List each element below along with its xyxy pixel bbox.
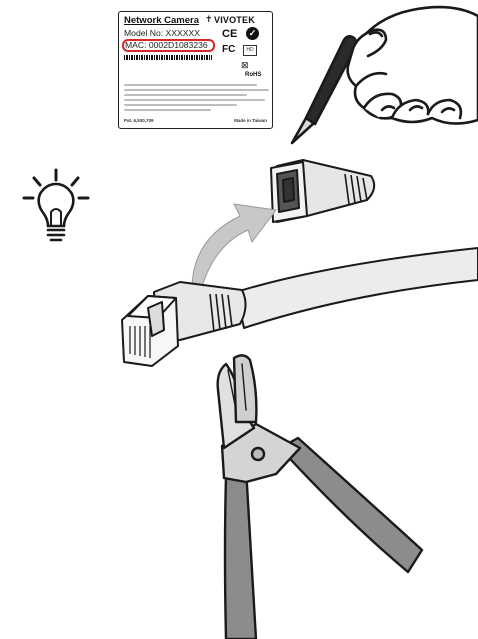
- rubber-boot-icon: [270, 159, 376, 223]
- rj45-cable-icon: [121, 247, 478, 367]
- wire-cutter-icon: [216, 354, 424, 639]
- mac-highlight: [122, 39, 215, 52]
- label-product-name: Network Camera: [124, 15, 199, 26]
- label-made-in: Made in Taiwan: [234, 118, 267, 123]
- label-brand: VIVOTEK: [214, 15, 255, 25]
- label-fcc-mark: FC: [222, 44, 236, 55]
- lightbulb-icon: [22, 168, 90, 242]
- brand-logo-icon: ✝: [205, 14, 213, 24]
- product-label: Network Camera ✝ VIVOTEK Model No: XXXXX…: [118, 11, 273, 129]
- label-patent: Pat. 6,930,709: [124, 118, 154, 123]
- fine-print: [124, 84, 269, 114]
- barcode: [124, 55, 212, 60]
- arrow-icon: [191, 203, 277, 295]
- weee-bin-icon: ⊠: [241, 60, 249, 70]
- label-rohs: RoHS: [245, 72, 262, 78]
- hand-with-knife-icon: [290, 5, 478, 145]
- certification-check-icon: ✓: [246, 27, 259, 40]
- label-model: Model No: XXXXXX: [124, 28, 200, 38]
- hd-badge-icon: HD: [243, 45, 257, 56]
- label-mac: MAC: 0002D1083236: [125, 40, 208, 50]
- label-ce-mark: CE: [222, 28, 238, 40]
